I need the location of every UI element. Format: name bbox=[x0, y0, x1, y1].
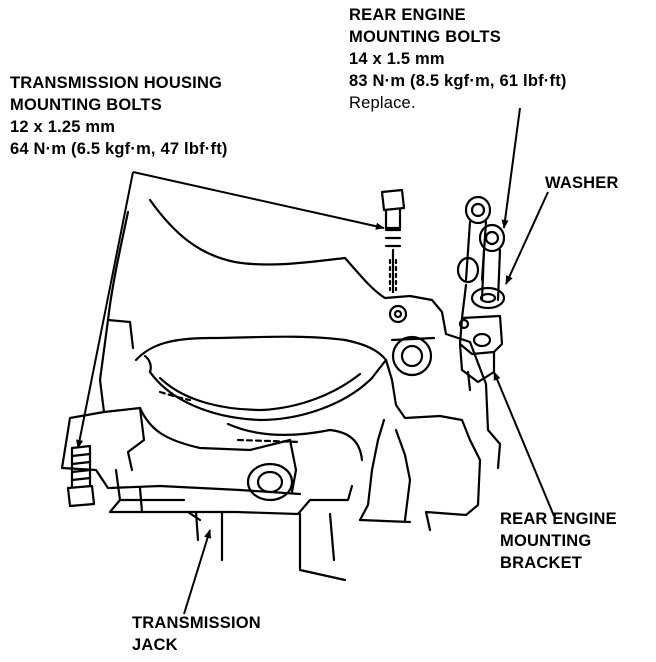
bolt-icon bbox=[380, 188, 406, 294]
bracket-line3: BRACKET bbox=[500, 554, 583, 572]
transmission-jack-icon bbox=[108, 484, 302, 522]
transmission-housing-mounting-bolts-label: TRANSMISSION HOUSING MOUNTING BOLTS 12 x… bbox=[10, 72, 228, 160]
transmission-jack-label: TRANSMISSION JACK bbox=[132, 612, 261, 656]
housing-bolts-torque: 64 N·m (6.5 kgf·m, 47 lbf·ft) bbox=[10, 140, 228, 158]
rear-bolts-note: Replace. bbox=[349, 94, 416, 112]
bracket-line1: REAR ENGINE bbox=[500, 510, 617, 528]
leader-arrow-icon bbox=[76, 107, 555, 615]
bracket-line2: MOUNTING bbox=[500, 532, 592, 550]
mounting-bracket-icon bbox=[458, 314, 504, 392]
rear-bolts-title-line1: REAR ENGINE bbox=[349, 6, 466, 24]
rear-bolts-torque: 83 N·m (8.5 kgf·m, 61 lbf·ft) bbox=[349, 72, 567, 90]
bolt-icon bbox=[456, 195, 492, 320]
housing-bolts-title-line1: TRANSMISSION HOUSING bbox=[10, 74, 223, 92]
housing-bolts-size: 12 x 1.25 mm bbox=[10, 118, 116, 136]
washer-text: WASHER bbox=[545, 174, 619, 192]
housing-bolts-title-line2: MOUNTING BOLTS bbox=[10, 96, 162, 114]
washer-icon bbox=[470, 286, 506, 310]
washer-label: WASHER bbox=[545, 172, 619, 194]
transmission-housing-drawing bbox=[60, 198, 502, 582]
jack-line2: JACK bbox=[132, 636, 178, 654]
rear-engine-mounting-bolts-label: REAR ENGINE MOUNTING BOLTS 14 x 1.5 mm 8… bbox=[349, 4, 567, 114]
rear-engine-mounting-bracket-label: REAR ENGINE MOUNTING BRACKET bbox=[500, 508, 617, 574]
rear-bolts-size: 14 x 1.5 mm bbox=[349, 50, 445, 68]
bolt-icon bbox=[478, 223, 506, 302]
bolt-icon bbox=[66, 444, 96, 508]
rear-bolts-title-line2: MOUNTING BOLTS bbox=[349, 28, 501, 46]
jack-line1: TRANSMISSION bbox=[132, 614, 261, 632]
